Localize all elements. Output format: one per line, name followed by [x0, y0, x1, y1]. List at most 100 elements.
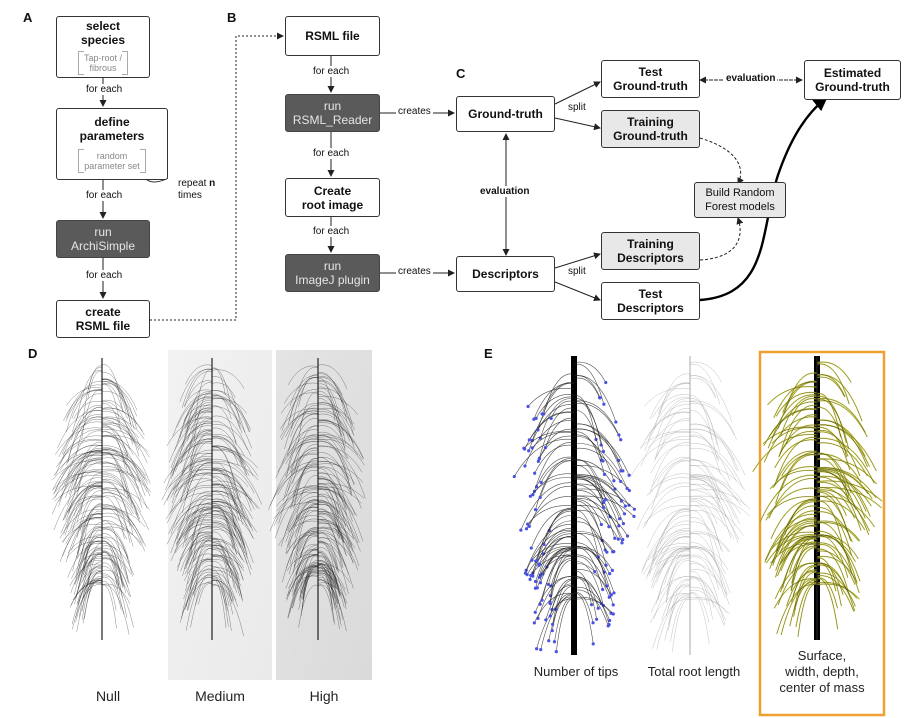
- lateral-root: [101, 466, 148, 509]
- root-tip: [537, 457, 541, 461]
- lateral-root: [573, 484, 616, 539]
- lateral-root: [654, 547, 691, 566]
- lateral-root: [298, 572, 319, 610]
- lateral-root: [514, 438, 575, 477]
- lateral-root: [295, 475, 319, 520]
- root-tip: [627, 473, 631, 477]
- for-each-label-a1: for each: [84, 84, 125, 95]
- lateral-root: [317, 584, 342, 626]
- descriptors-label: Descriptors: [472, 267, 539, 281]
- lateral-root: [101, 487, 150, 510]
- lateral-root: [689, 592, 710, 623]
- lateral-root: [689, 510, 715, 557]
- lateral-root: [298, 374, 319, 407]
- lateral-root: [775, 562, 818, 599]
- lateral-root: [190, 507, 213, 550]
- lateral-root: [762, 426, 818, 444]
- lateral-root: [77, 565, 103, 604]
- root-tip: [607, 525, 611, 529]
- lateral-root: [295, 436, 319, 453]
- root-tip: [535, 647, 539, 651]
- lateral-root: [816, 550, 856, 585]
- lateral-root: [768, 401, 818, 449]
- lateral-root: [689, 547, 719, 590]
- lateral-root: [211, 484, 254, 532]
- lateral-root: [573, 570, 597, 620]
- root-tip: [632, 514, 636, 518]
- lateral-root: [65, 513, 103, 563]
- lateral-root: [523, 431, 575, 449]
- lateral-root: [292, 528, 319, 574]
- lateral-root: [179, 428, 213, 464]
- lateral-root: [170, 480, 213, 534]
- lateral-root: [543, 536, 575, 555]
- lateral-root: [816, 398, 849, 450]
- lateral-root: [59, 517, 103, 563]
- lateral-root: [765, 514, 818, 561]
- root-tip: [519, 528, 523, 532]
- lateral-root: [573, 532, 608, 586]
- lateral-root: [573, 556, 596, 572]
- lateral-root: [101, 584, 130, 635]
- lateral-root: [317, 396, 358, 415]
- lateral-root: [783, 538, 818, 563]
- lateral-root: [645, 486, 691, 527]
- lateral-root: [211, 397, 251, 430]
- root-tip: [617, 517, 622, 521]
- root-tip: [526, 522, 530, 526]
- lateral-root: [789, 580, 818, 627]
- lateral-root: [101, 447, 142, 500]
- estimated-gt-label: Estimated Ground-truth: [815, 66, 890, 94]
- lateral-root: [101, 417, 136, 440]
- root-tip: [607, 595, 611, 599]
- lateral-root: [317, 512, 344, 541]
- lateral-root: [772, 517, 818, 566]
- lateral-root: [779, 522, 818, 554]
- lateral-root: [101, 378, 137, 429]
- lateral-root: [689, 428, 740, 471]
- creates-label-2: creates: [396, 266, 433, 277]
- lateral-root: [278, 470, 319, 524]
- lateral-root: [666, 554, 691, 596]
- lateral-root: [65, 444, 103, 466]
- lateral-root: [317, 434, 347, 471]
- lateral-root: [550, 400, 575, 419]
- root-tip: [525, 573, 529, 577]
- root-tip: [533, 586, 538, 590]
- root-tip: [621, 537, 625, 542]
- lateral-root: [689, 589, 725, 626]
- random-set-label: random parameter set: [84, 151, 140, 171]
- lateral-root: [86, 548, 103, 564]
- lateral-root: [552, 579, 575, 625]
- lateral-root: [161, 460, 213, 501]
- lateral-root: [292, 563, 319, 609]
- lateral-root: [538, 407, 575, 460]
- lateral-root: [184, 528, 213, 570]
- lateral-root: [689, 476, 736, 519]
- lateral-root: [62, 439, 103, 455]
- lateral-root: [198, 583, 213, 605]
- lateral-root: [689, 474, 742, 507]
- lateral-root: [689, 434, 720, 462]
- define-parameters-box: define parameters random parameter set: [56, 108, 168, 180]
- lateral-root: [84, 570, 103, 620]
- define-parameters-label: define parameters: [79, 115, 145, 143]
- root-tip: [607, 623, 611, 627]
- root-tip: [527, 524, 531, 528]
- lateral-root: [79, 565, 103, 617]
- lateral-root: [774, 439, 818, 469]
- lateral-root: [689, 598, 730, 615]
- lateral-root: [317, 420, 365, 460]
- lateral-root: [651, 515, 691, 562]
- lateral-root: [183, 396, 213, 425]
- lateral-root: [101, 452, 130, 499]
- root-tip: [601, 449, 606, 454]
- for-each-label-b1: for each: [311, 66, 352, 77]
- lateral-root: [790, 500, 818, 522]
- lateral-root: [211, 468, 246, 521]
- root-tip: [528, 577, 532, 581]
- lateral-root: [211, 574, 233, 604]
- lateral-root: [211, 510, 236, 538]
- root-tip: [614, 420, 618, 424]
- root-tip: [613, 536, 617, 540]
